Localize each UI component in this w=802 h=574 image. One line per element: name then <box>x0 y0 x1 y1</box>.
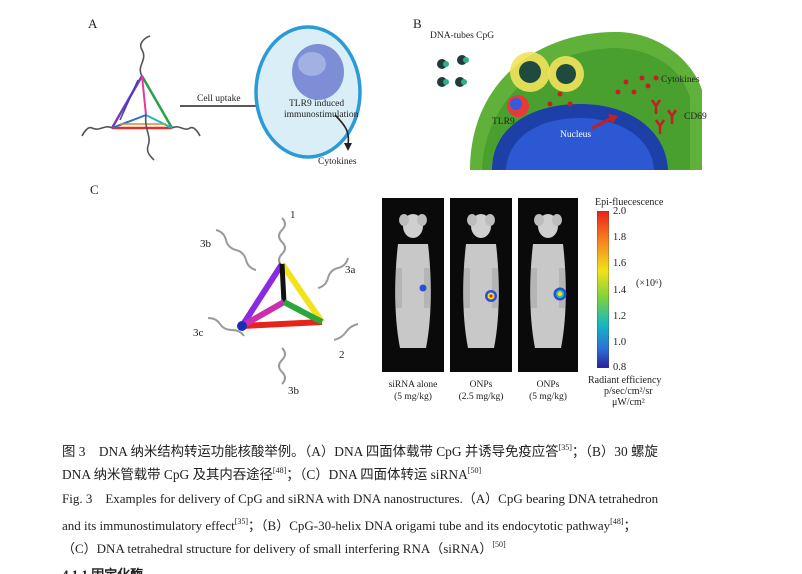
caption-en-line3: （C）DNA tetrahedral structure for deliver… <box>62 540 506 556</box>
colorbar-title: Epi-fluecescence <box>595 197 664 208</box>
mouse-3-label-line2: (5 mg/kg) <box>529 392 567 402</box>
tlr9-label-line2: immunostimulation <box>284 110 359 120</box>
section-heading-partial: 4.1.1 固定化酶 <box>62 563 782 574</box>
dna-tetrahedron-icon <box>81 35 201 161</box>
ref-50: [50] <box>467 466 482 475</box>
colorbar-tick: 1.0 <box>613 337 627 348</box>
colorbar-footer-line2: p/sec/cm²/sr <box>604 386 653 397</box>
cd69-label: CD69 <box>684 112 707 122</box>
nucleus-label: Nucleus <box>560 130 592 140</box>
vertex-1-label: 1 <box>290 209 296 221</box>
colorbar-tick: 0.8 <box>613 362 627 373</box>
dna-tube-icon <box>437 55 469 87</box>
mouse-image-2 <box>450 198 512 372</box>
cytokines-label-a: Cytokines <box>318 157 357 167</box>
colorbar-tick: 2.0 <box>613 206 627 217</box>
colorbar-tick: 1.2 <box>613 311 627 322</box>
tlr9-label-line1: TLR9 induced <box>289 99 345 109</box>
mouse-2-label-line1: ONPs <box>469 380 493 390</box>
mouse-3-label-line1: ONPs <box>536 380 560 390</box>
panel-c-tetrahedron <box>207 217 359 385</box>
panel-b-letter: B <box>413 16 422 31</box>
cell-uptake-label: Cell uptake <box>197 94 241 104</box>
mouse-image-1 <box>382 198 444 372</box>
ref-48: [48] <box>272 466 287 475</box>
vertex-3b-bottom-label: 3b <box>288 385 299 397</box>
panel-a-figure <box>81 25 362 161</box>
colorbar-tick: 1.8 <box>613 232 627 243</box>
colorbar-tick: 1.4 <box>613 285 627 296</box>
colorbar-unit: (×10⁶) <box>636 278 662 289</box>
mouse-1-label-line1: siRNA alone <box>388 380 438 390</box>
colorbar-footer-line3: μW/cm² <box>612 397 645 408</box>
colorbar <box>597 211 609 368</box>
ref-35: [35] <box>558 443 572 452</box>
dna-tubes-label: DNA-tubes CpG <box>430 31 495 41</box>
caption-en-line1: Fig. 3 Examples for delivery of CpG and … <box>62 491 659 506</box>
caption-cn-line2: DNA 纳米管载带 CpG 及其内吞途径[48]；（C）DNA 四面体转运 si… <box>62 466 482 482</box>
caption-cn-line1: 图 3 DNA 纳米结构转运功能核酸举例。（A）DNA 四面体载带 CpG 并诱… <box>62 443 658 459</box>
cytokines-label-b: Cytokines <box>661 75 700 85</box>
colorbar-tick: 1.6 <box>613 258 627 269</box>
vertex-3a-label: 3a <box>345 264 356 276</box>
vertex-2-label: 2 <box>339 349 345 361</box>
caption-en-line2: and its immunostimulatory effect[35]；（B）… <box>62 517 637 533</box>
mouse-image-3 <box>518 198 578 372</box>
vertex-3b-top-label: 3b <box>200 238 211 250</box>
tlr9-label-b: TLR9 <box>492 117 515 127</box>
panel-c-letter: C <box>90 182 99 197</box>
colorbar-footer-line1: Radiant efficiency <box>588 375 662 386</box>
cell-icon <box>254 25 362 159</box>
vertex-3c-label: 3c <box>193 327 204 339</box>
mouse-2-label-line2: (2.5 mg/kg) <box>458 392 504 402</box>
tetrahedron-icon <box>207 217 359 385</box>
mouse-1-label-line2: (5 mg/kg) <box>394 392 432 402</box>
panel-b-figure <box>437 31 702 170</box>
panel-a-letter: A <box>88 16 98 31</box>
